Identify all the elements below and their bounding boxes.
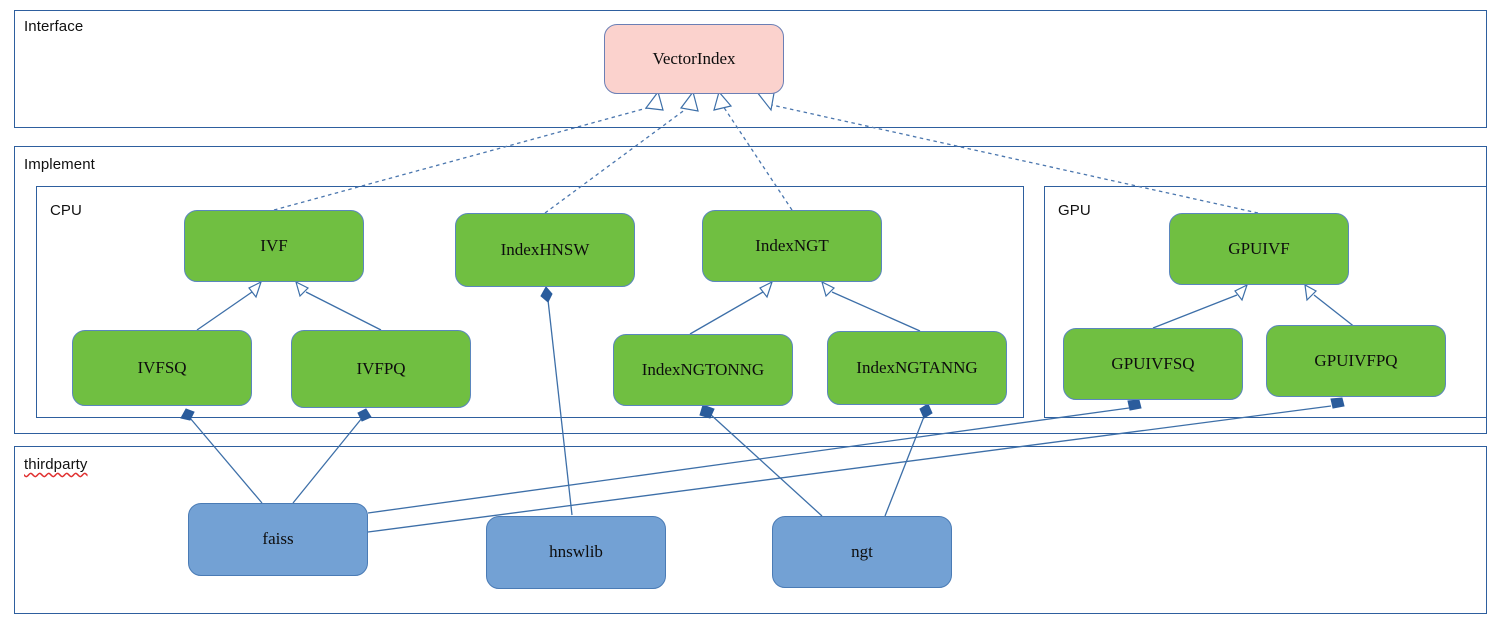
group-label-thirdparty: thirdparty	[24, 456, 88, 473]
node-ivf[interactable]: IVF	[184, 210, 364, 282]
node-ivfsq[interactable]: IVFSQ	[72, 330, 252, 406]
group-label-gpu: GPU	[1058, 202, 1091, 219]
node-hnswlib[interactable]: hnswlib	[486, 516, 666, 589]
node-vectorindex[interactable]: VectorIndex	[604, 24, 784, 94]
node-ngt[interactable]: ngt	[772, 516, 952, 588]
node-faiss[interactable]: faiss	[188, 503, 368, 576]
node-gpuivfsq[interactable]: GPUIVFSQ	[1063, 328, 1243, 400]
node-indexhnsw[interactable]: IndexHNSW	[455, 213, 635, 287]
group-label-implement: Implement	[24, 156, 95, 173]
group-label-cpu: CPU	[50, 202, 82, 219]
node-indexngt[interactable]: IndexNGT	[702, 210, 882, 282]
group-label-interface: Interface	[24, 18, 84, 35]
node-gpuivfpq[interactable]: GPUIVFPQ	[1266, 325, 1446, 397]
node-indexngtanng[interactable]: IndexNGTANNG	[827, 331, 1007, 405]
node-indexngtonng[interactable]: IndexNGTONNG	[613, 334, 793, 406]
node-ivfpq[interactable]: IVFPQ	[291, 330, 471, 408]
node-gpuivf[interactable]: GPUIVF	[1169, 213, 1349, 285]
